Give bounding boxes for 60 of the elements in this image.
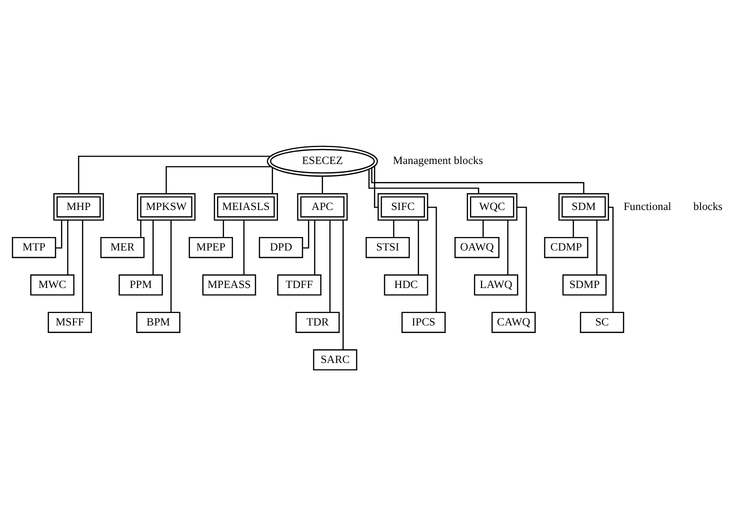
node-box: SDMP: [562, 274, 607, 296]
label: Management blocks: [392, 155, 483, 168]
connector: [368, 169, 480, 194]
node-box: SC: [580, 312, 624, 333]
connector: [393, 220, 394, 238]
connector: [371, 168, 584, 194]
connector: [222, 220, 224, 238]
node-box: BPM: [136, 312, 180, 333]
node-box: HDC: [384, 274, 428, 296]
node-box: SIFC: [378, 193, 428, 221]
node-box: MSFF: [48, 312, 92, 333]
connector: [140, 220, 142, 238]
node-box: APC: [297, 193, 348, 221]
connector: [428, 206, 437, 312]
node-box: MPEP: [188, 236, 233, 258]
node-box: OAWQ: [454, 236, 500, 258]
connector: [374, 166, 378, 208]
connector: [82, 220, 84, 312]
connector: [342, 220, 344, 350]
node-ellipse: ESECEZ: [266, 146, 378, 177]
label: blocks: [693, 200, 723, 213]
connector: [482, 220, 484, 238]
node-box: MHP: [53, 193, 104, 221]
node-box: PPM: [118, 274, 163, 296]
connector: [272, 168, 273, 194]
connector: [596, 220, 598, 275]
node-box: MTP: [12, 236, 56, 258]
connector: [517, 206, 527, 312]
node-box: MPKSW: [136, 193, 196, 221]
connector: [302, 220, 310, 249]
node-box: MEIASLS: [214, 193, 278, 221]
connector: [78, 156, 270, 194]
connector: [314, 220, 316, 275]
connector: [507, 220, 508, 275]
node-box: CAWQ: [492, 312, 536, 333]
connector: [418, 220, 419, 275]
label: Functional: [624, 200, 672, 213]
connector: [322, 176, 323, 194]
node-box: TDFF: [277, 274, 322, 296]
node-box: CDMP: [544, 236, 588, 258]
node-box: MER: [100, 236, 145, 258]
node-box: MPEASS: [202, 274, 256, 296]
node-box: WQC: [466, 193, 518, 221]
connector: [608, 206, 614, 312]
connector: [152, 220, 154, 275]
node-box: DPD: [258, 236, 304, 258]
node-box: MWC: [30, 274, 74, 296]
node-box: LAWQ: [474, 274, 518, 296]
connector: [170, 220, 172, 312]
node-box: SDM: [558, 193, 609, 221]
connector: [67, 220, 68, 275]
node-box: SARC: [313, 349, 358, 370]
connector: [243, 220, 245, 275]
node-box: IPCS: [401, 312, 446, 333]
connector: [572, 220, 574, 238]
node-box: STSI: [366, 236, 410, 258]
node-box: TDR: [296, 312, 340, 333]
connector: [329, 220, 331, 312]
connector: [166, 166, 272, 194]
connector: [56, 220, 62, 249]
